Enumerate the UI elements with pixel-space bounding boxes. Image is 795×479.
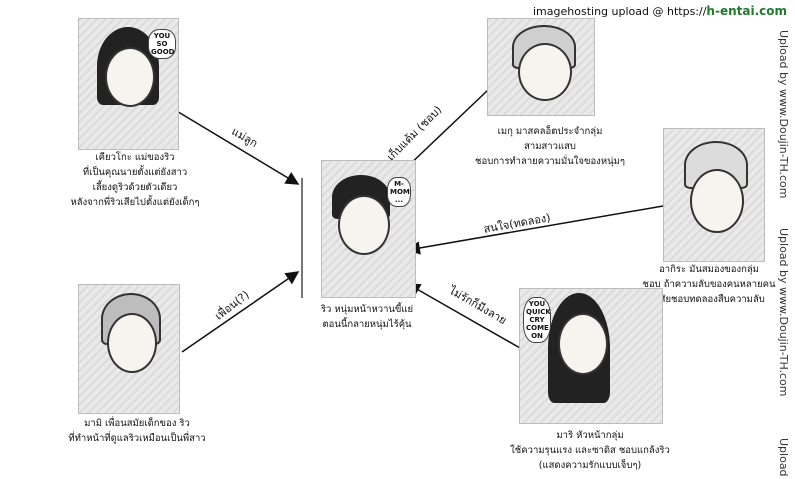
top-watermark: imagehosting upload @ https://h-entai.co… (533, 4, 787, 18)
akira-caption: อากิระ มันสมองของกลุ่ม ชอบ ถ้าความลับของ… (634, 262, 784, 307)
side-watermark-line3: Upload (777, 438, 790, 477)
ryu-caption-line: ตอนนี้กลายหนุ่มไร้คุ้น (322, 319, 412, 330)
akira-caption-line: อากิระ มันสมองของกลุ่ม (659, 264, 759, 275)
mami-caption-line: มามิ เพื่อนสมัยเด็กของ ริว (84, 418, 190, 429)
megu-panel (487, 18, 595, 116)
side-watermark-line2: Upload by www.Doujin-TH.com (777, 228, 790, 397)
mari-face (558, 313, 608, 375)
watermark-prefix: imagehosting upload @ (533, 5, 664, 18)
akira-caption-line: นิสัยชอบทดลองสืบความลับ (653, 294, 765, 305)
line-akira (406, 205, 664, 255)
kyoko-caption-line: เคียวโกะ แม่ของริว (95, 152, 175, 163)
line-mari (406, 283, 528, 353)
kyoko-bubble: YOU SO GOOD (148, 29, 176, 59)
mami-panel (78, 284, 180, 414)
kyoko-caption-line: หลังจากพี่ริวเสียไปตั้งแต่ยังเด็กๆ (70, 197, 200, 208)
megu-caption: เมกุ มาสคลอ็ตประจำกลุ่ม สามสาวแสบ ชอบการ… (470, 124, 630, 169)
mari-caption-line: (แสดงความรักแบบเจ็บๆ) (538, 460, 642, 471)
ryu-bubble: M-MOM ... (387, 177, 411, 207)
mami-caption-line: ที่ทำหน้าที่ดูแลริวเหมือนเป็นพี่สาว (68, 433, 206, 444)
mari-panel: YOU QUICK CRY COME ON (519, 288, 663, 424)
ryu-caption-line: ริว หนุ่มหน้าหวานขี้แย่ (320, 304, 414, 315)
kyoko-panel: YOU SO GOOD (78, 18, 179, 150)
kyoko-caption-line: ที่เป็นคุณนายตั้งแต่ยังสาว (82, 167, 188, 178)
mari-caption-line: ใช้ความรุนแรง และซาดิส ชอบแกล้งริว (510, 445, 670, 456)
mami-face (107, 313, 157, 373)
megu-caption-line: ชอบการทำลายความมั่นใจของหนุ่มๆ (475, 156, 625, 167)
mami-caption: มามิ เพื่อนสมัยเด็กของ ริว ที่ทำหน้าที่ด… (52, 416, 222, 446)
mari-caption: มาริ หัวหน้ากลุ่ม ใช้ความรุนแรง และซาดิส… (500, 428, 680, 473)
ryu-panel: M-MOM ... (321, 160, 416, 298)
side-watermark: Upload by www.Doujin-TH.com Upload by ww… (775, 0, 795, 479)
mari-caption-line: มาริ หัวหน้ากลุ่ม (556, 430, 624, 441)
megu-caption-line: สามสาวแสบ (524, 141, 576, 152)
kyoko-face (105, 47, 155, 107)
line-kyoko (174, 109, 300, 185)
akira-panel (663, 128, 765, 262)
ryu-face (338, 195, 390, 255)
side-watermark-line1: Upload by www.Doujin-TH.com (777, 30, 790, 199)
kyoko-caption: เคียวโกะ แม่ของริว ที่เป็นคุณนายตั้งแต่ย… (60, 150, 210, 210)
akira-face (690, 169, 744, 233)
akira-caption-line: ชอบ ถ้าความลับของคนหลายคน (642, 279, 776, 290)
megu-face (518, 43, 572, 101)
ryu-caption: ริว หนุ่มหน้าหวานขี้แย่ ตอนนี้กลายหนุ่มไ… (292, 302, 442, 332)
mari-bubble: YOU QUICK CRY COME ON (523, 297, 551, 343)
watermark-brand[interactable]: h-entai.com (706, 4, 787, 18)
watermark-protocol: https:// (666, 5, 707, 18)
line-mami (181, 271, 300, 353)
megu-caption-line: เมกุ มาสคลอ็ตประจำกลุ่ม (497, 126, 603, 137)
kyoko-caption-line: เลี้ยงดูริวด้วยตัวเดียว (92, 182, 178, 193)
